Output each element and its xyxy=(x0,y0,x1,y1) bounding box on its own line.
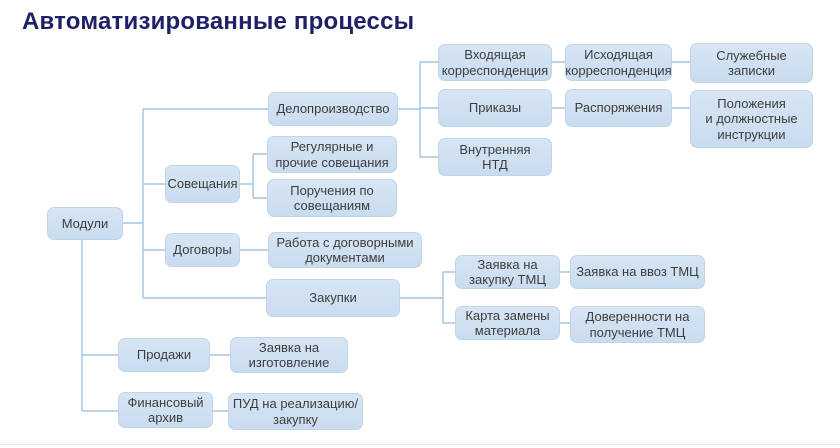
node-contracts: Договоры xyxy=(165,233,240,267)
node-meetings: Совещания xyxy=(165,165,240,203)
page-title: Автоматизированные процессы xyxy=(22,8,415,35)
node-internal-ntd: Внутренняя НТД xyxy=(438,138,552,176)
node-power-of-attorney: Доверенности на получение ТМЦ xyxy=(570,306,705,343)
node-purchase-request: Заявка на закупку ТМЦ xyxy=(455,255,560,289)
node-modules: Модули xyxy=(47,207,123,240)
slide-bottom-divider xyxy=(0,444,840,445)
node-orders: Приказы xyxy=(438,89,552,127)
node-contract-documents: Работа с договорными документами xyxy=(268,232,422,268)
node-incoming-mail: Входящая корреспонденция xyxy=(438,44,552,81)
node-pud: ПУД на реализацию/ закупку xyxy=(228,393,363,430)
node-memos: Служебные записки xyxy=(690,43,813,83)
node-directives: Распоряжения xyxy=(565,89,672,127)
node-records-management: Делопроизводство xyxy=(268,92,398,126)
node-import-request: Заявка на ввоз ТМЦ xyxy=(570,255,705,289)
node-financial-archive: Финансовый архив xyxy=(118,392,213,428)
node-replacement-card: Карта замены материала xyxy=(455,306,560,340)
node-regulations: Положения и должностные инструкции xyxy=(690,90,813,148)
node-meeting-assignments: Поручения по совещаниям xyxy=(267,179,397,217)
node-outgoing-mail: Исходящая корреспонденция xyxy=(565,44,672,81)
node-sales: Продажи xyxy=(118,338,210,372)
node-procurement: Закупки xyxy=(266,279,400,317)
node-regular-meetings: Регулярные и прочие совещания xyxy=(267,136,397,173)
node-manufacturing-request: Заявка на изготовление xyxy=(230,337,348,373)
